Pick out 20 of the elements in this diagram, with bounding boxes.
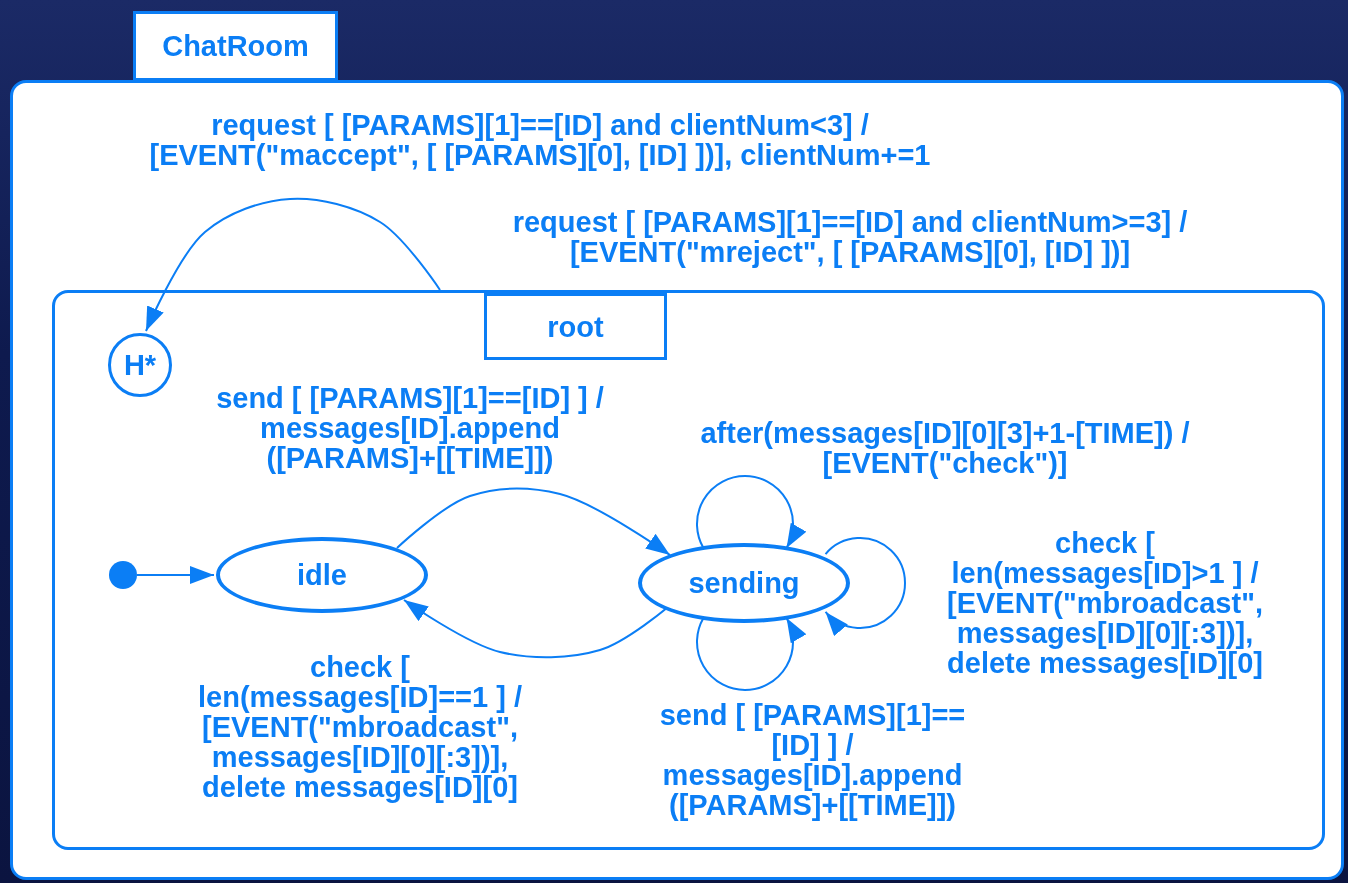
transition-arrow — [824, 537, 906, 636]
transition-label: request [ [PARAMS][1]==[ID] and clientNum>=3] / [EVENT("mreject", [ [PARAMS][0], [ID] ])] — [511, 207, 1189, 267]
transition-arrow — [396, 487, 671, 556]
transition-arrow — [696, 475, 806, 549]
transition-arrow — [145, 197, 441, 332]
state-name-tab: root — [484, 293, 667, 360]
transition-label: check [ len(messages[ID]>1 ] / [EVENT("mbroadcast", messages[ID][0][:3])], delete messages[ID][0] — [946, 528, 1264, 678]
transition-label: request [ [PARAMS][1]==[ID] and clientNum<3] / [EVENT("maccept", [ [PARAMS][0], [ID] ])], clientNum+=1 — [148, 110, 932, 170]
transition-label: send [ [PARAMS][1]==[ID] ] / messages[ID].append ([PARAMS]+[[TIME]]) — [658, 700, 967, 820]
state-name-tab: ChatRoom — [133, 11, 338, 81]
transition-label: check [ len(messages[ID]==1 ] / [EVENT("mbroadcast", messages[ID][0][:3])], delete messages[ID][0] — [197, 652, 523, 802]
state-region — [52, 290, 1325, 850]
state-ellipse: sending — [638, 543, 850, 623]
state-ellipse: idle — [216, 537, 428, 613]
transition-label: send [ [PARAMS][1]==[ID] ] / messages[ID].append ([PARAMS]+[[TIME]]) — [215, 383, 605, 473]
transition-label: after(messages[ID][0][3]+1-[TIME]) / [EVENT("check")] — [699, 418, 1191, 478]
history-state-circle: H* — [108, 333, 172, 397]
transition-arrow — [136, 566, 215, 584]
initial-state-dot — [109, 561, 137, 589]
transition-arrow — [696, 617, 806, 691]
